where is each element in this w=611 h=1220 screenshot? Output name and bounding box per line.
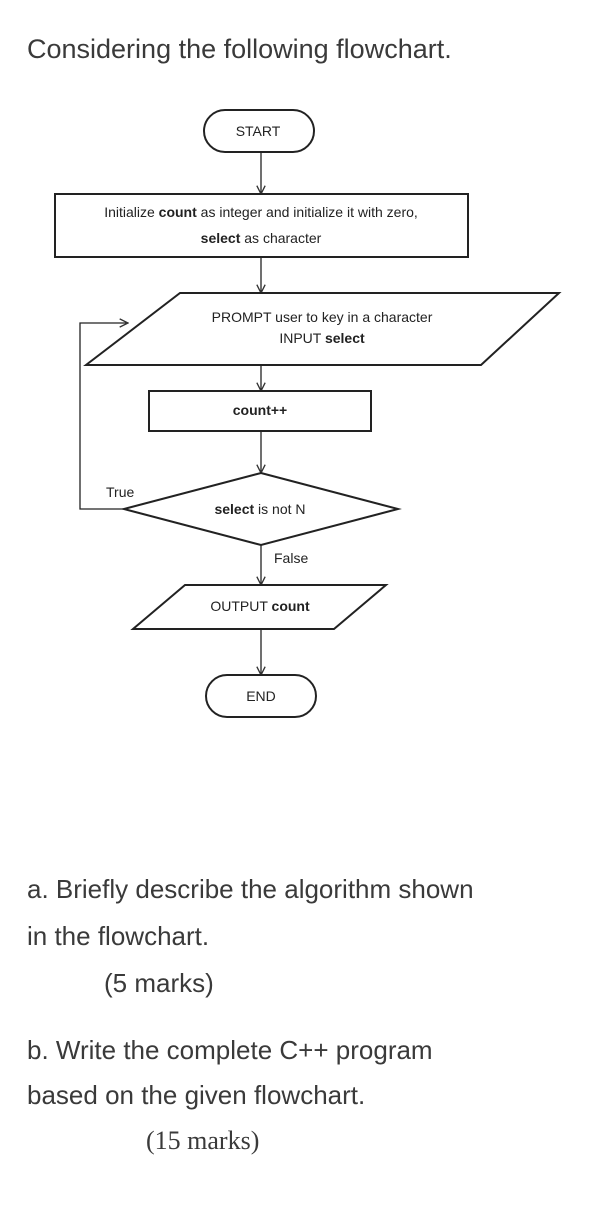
true-loop-line — [79, 323, 128, 510]
page-heading: Considering the following flowchart. — [27, 34, 452, 64]
prompt-input-parallelogram — [83, 292, 562, 366]
question-a-marks: (5 marks) — [104, 968, 214, 998]
prompt-text-line1: PROMPT user to key in a character — [212, 309, 433, 325]
text-segment: count++ — [233, 402, 287, 418]
text-segment: INPUT — [279, 330, 325, 346]
init-text-line2: select as character — [201, 230, 322, 246]
text-segment: as character — [240, 230, 321, 246]
text-segment: count — [272, 598, 310, 614]
output-text: OUTPUT count — [210, 598, 310, 614]
flowchart: START Initialize count as integer and in… — [54, 109, 562, 718]
text-segment: as integer and initialize it with zero, — [197, 204, 418, 220]
question-b-line2: based on the given flowchart. — [27, 1080, 366, 1110]
text-segment: select — [325, 330, 365, 346]
question-b-line1: b. Write the complete C++ program — [27, 1035, 433, 1065]
start-label: START — [236, 123, 281, 139]
prompt-text-line2: INPUT select — [279, 330, 365, 346]
count-increment-text: count++ — [233, 402, 287, 418]
text-segment: count — [159, 204, 197, 220]
start-terminal — [203, 109, 315, 153]
text-segment: select — [214, 501, 254, 517]
text-segment: is not N — [254, 501, 305, 517]
text-segment: PROMPT user to key in a character — [212, 309, 433, 325]
text-segment: Initialize — [104, 204, 158, 220]
text-segment: select — [201, 230, 241, 246]
init-text-line1: Initialize count as integer and initiali… — [104, 204, 418, 220]
question-a-line1: a. Briefly describe the algorithm shown — [27, 874, 474, 904]
true-label: True — [106, 484, 134, 500]
question-a-line2: in the flowchart. — [27, 921, 210, 951]
output-parallelogram — [130, 584, 389, 630]
count-increment-box — [148, 390, 372, 432]
decision-text: select is not N — [214, 501, 305, 517]
question-b-marks: (15 marks) — [146, 1126, 260, 1155]
end-label: END — [246, 688, 276, 704]
end-terminal — [205, 674, 317, 718]
text-segment: OUTPUT — [210, 598, 271, 614]
false-label: False — [274, 550, 308, 566]
